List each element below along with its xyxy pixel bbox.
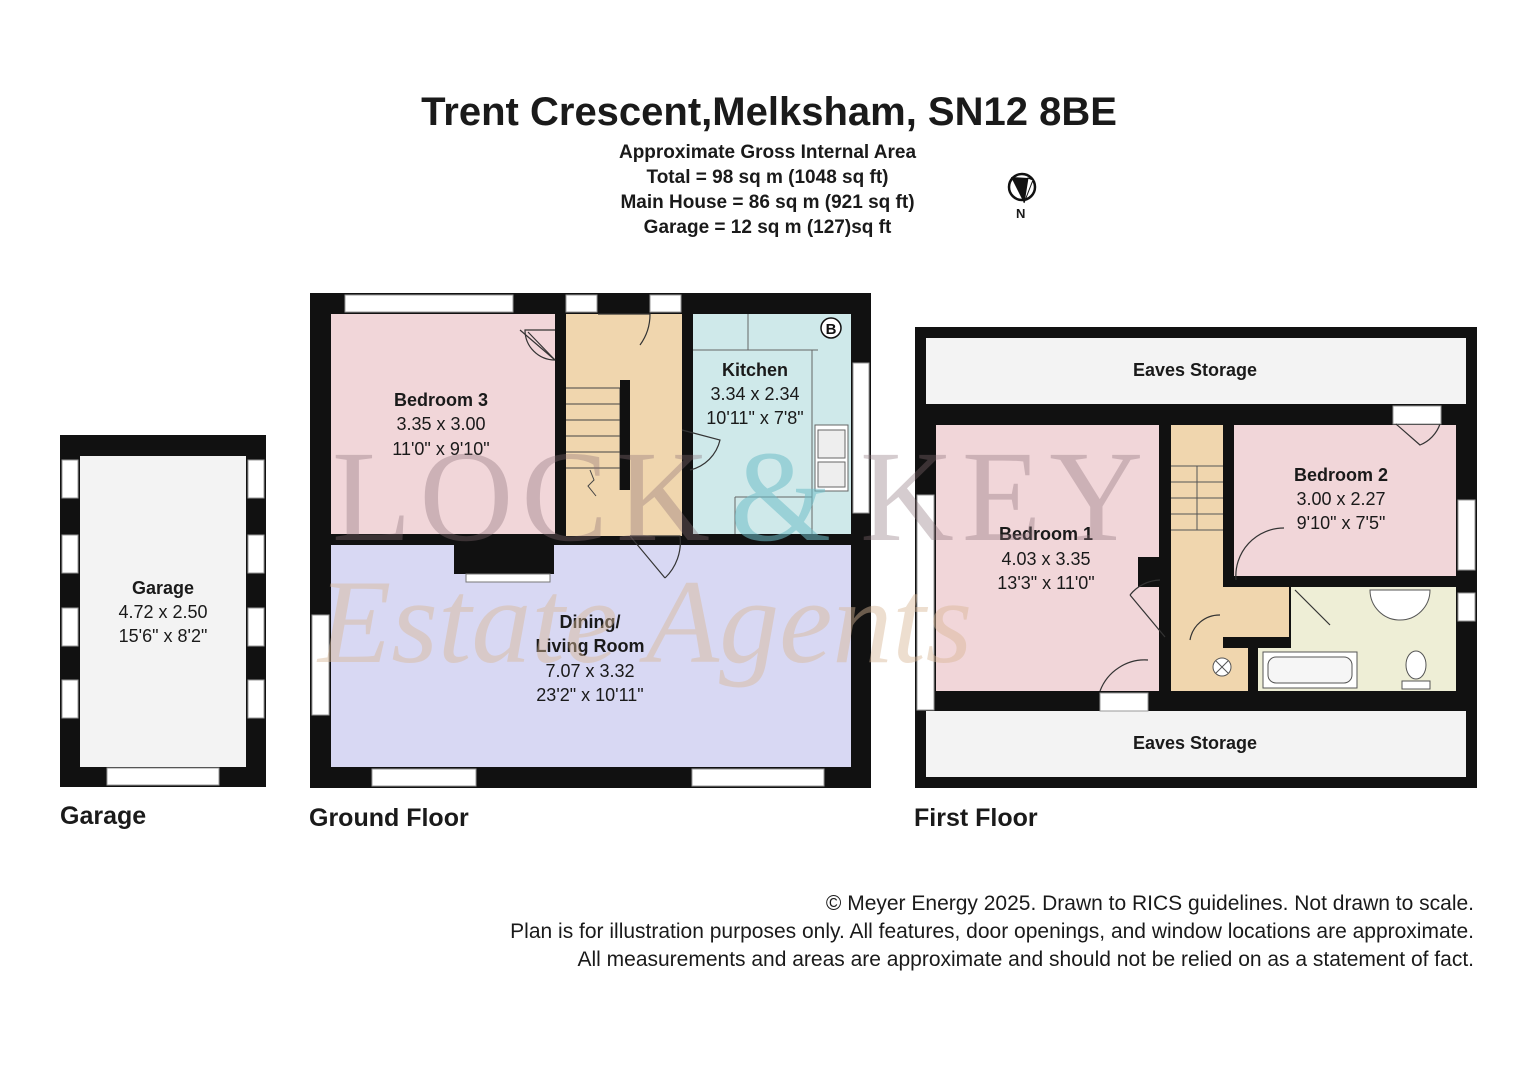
bedroom1-floor — [936, 425, 1159, 691]
bedroom2-floor — [1234, 425, 1456, 576]
bedroom3-name: Bedroom 3 — [394, 390, 488, 410]
first-floor-plan: Eaves Storage Eaves Storage Bedroom 1 4.… — [915, 327, 1477, 788]
ground-floor-label: Ground Floor — [309, 804, 469, 832]
first-floor-windows — [916, 405, 1476, 712]
north-arrow-icon — [1007, 172, 1037, 204]
bedroom3-floor — [331, 314, 555, 534]
disclaimer-line-2: Plan is for illustration purposes only. … — [510, 920, 1474, 943]
garage-floor-label: Garage — [60, 802, 147, 830]
disclaimer: © Meyer Energy 2025. Drawn to RICS guide… — [274, 890, 1474, 974]
garage-room-name: Garage — [132, 578, 194, 598]
area-main-house: Main House = 86 sq m (921 sq ft) — [620, 192, 915, 213]
first-floor-doors — [1099, 423, 1441, 692]
area-garage: Garage = 12 sq m (127)sq ft — [643, 217, 892, 238]
bathroom-fixtures — [1262, 589, 1431, 690]
bedroom1-imperial: 13'3" x 11'0" — [997, 573, 1094, 593]
kitchen-worktop — [693, 314, 849, 534]
living-name-line2: Living Room — [536, 636, 645, 656]
eaves-bottom-floor — [926, 711, 1466, 777]
bedroom2-metric: 3.00 x 2.27 — [1296, 489, 1385, 509]
garage-room-metric: 4.72 x 2.50 — [118, 602, 207, 622]
agent-watermark: LOCK & KEY Estate Agents — [316, 425, 1151, 688]
first-chimney — [1138, 557, 1160, 587]
garage-room-imperial: 15'6" x 8'2" — [119, 626, 208, 646]
area-heading: Approximate Gross Internal Area — [618, 142, 917, 163]
bedroom1-name: Bedroom 1 — [999, 524, 1093, 544]
garage-plan: Garage 4.72 x 2.50 15'6" x 8'2" — [60, 435, 266, 787]
bedroom2-imperial: 9'10" x 7'5" — [1297, 513, 1386, 533]
stair-wall — [620, 380, 630, 490]
ground-stairs — [566, 387, 621, 497]
bedroom3-imperial: 11'0" x 9'10" — [392, 439, 489, 459]
eaves-top-name: Eaves Storage — [1133, 360, 1257, 380]
boiler-icon — [820, 317, 842, 339]
first-stairs — [1171, 465, 1223, 531]
watermark-script: Estate Agents — [316, 555, 972, 688]
chimney-breast — [454, 536, 554, 574]
compass-north-label: N — [1016, 206, 1026, 221]
kitchen-imperial: 10'11" x 7'8" — [706, 408, 803, 428]
living-name-line1: Dining/ — [560, 612, 621, 632]
bedroom3-metric: 3.35 x 3.00 — [396, 414, 485, 434]
kitchen-name: Kitchen — [722, 360, 788, 380]
eaves-top-floor — [926, 338, 1466, 404]
area-summary: Approximate Gross Internal Area Total = … — [0, 140, 1528, 240]
kitchen-metric: 3.34 x 2.34 — [710, 384, 799, 404]
plan-title: Trent Crescent,Melksham, SN12 8BE — [421, 90, 1117, 134]
boiler-badge: B — [826, 321, 837, 338]
extractor-fan-icon — [1212, 657, 1232, 677]
watermark-amp: & — [730, 425, 831, 569]
ground-floor-windows — [311, 294, 870, 787]
eaves-bottom-name: Eaves Storage — [1133, 733, 1257, 753]
watermark-lock: LOCK — [332, 425, 718, 569]
garage-windows — [61, 459, 265, 786]
living-imperial: 23'2" x 10'11" — [536, 685, 643, 705]
first-floor-label: First Floor — [914, 804, 1038, 832]
airing-cupboard-floor — [1171, 648, 1248, 691]
hearth — [465, 573, 551, 583]
disclaimer-line-1: © Meyer Energy 2025. Drawn to RICS guide… — [825, 892, 1474, 915]
first-landing-floor — [1171, 587, 1289, 637]
disclaimer-line-3: All measurements and areas are approxima… — [577, 948, 1474, 971]
ground-doors — [519, 313, 721, 579]
living-room-floor — [331, 545, 851, 767]
ground-floor-plan: B Bedroom 3 3.35 x 3.00 11'0" x 9'10" Ki… — [310, 293, 871, 788]
bedroom2-name: Bedroom 2 — [1294, 465, 1388, 485]
garage-floor — [80, 456, 246, 767]
area-total: Total = 98 sq m (1048 sq ft) — [646, 167, 889, 188]
bedroom1-metric: 4.03 x 3.35 — [1001, 549, 1090, 569]
living-metric: 7.07 x 3.32 — [545, 661, 634, 681]
watermark-key: KEY — [860, 425, 1151, 569]
